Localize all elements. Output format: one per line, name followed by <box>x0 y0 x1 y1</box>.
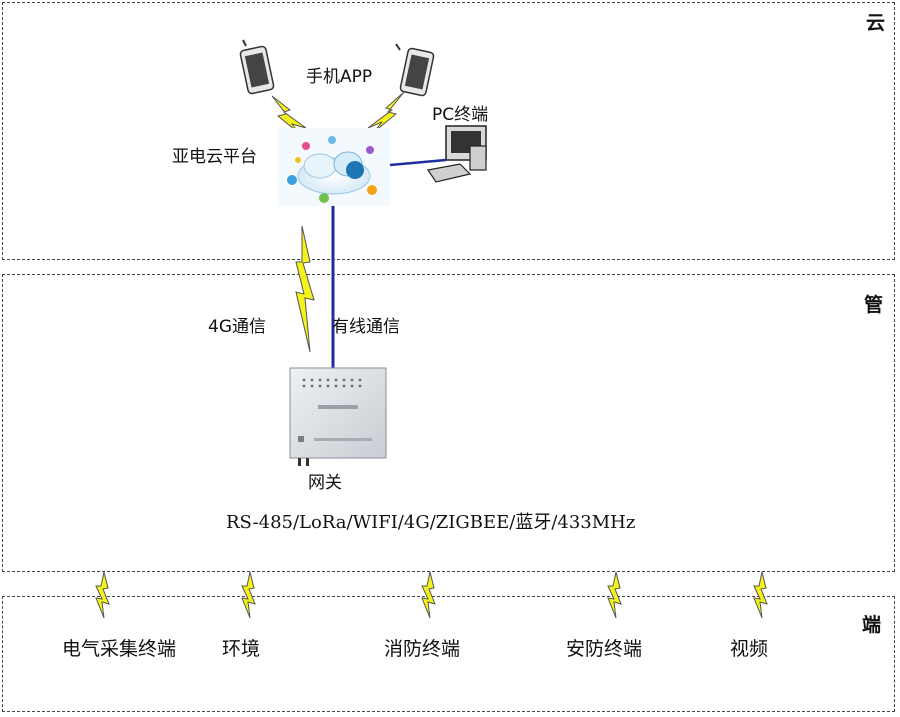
lightning-icon <box>241 571 256 619</box>
lightning-icon <box>295 225 315 353</box>
phone-app-label: 手机APP <box>306 67 373 87</box>
pc-icon <box>426 125 487 183</box>
end-layer-label: 端 <box>862 614 882 636</box>
terminal-label: 视频 <box>730 638 769 660</box>
terminal-label: 环境 <box>222 638 261 660</box>
pipe-layer-label: 管 <box>864 294 884 316</box>
cloud-layer-box <box>2 2 895 260</box>
pc-terminal-label: PC终端 <box>432 105 489 125</box>
cloud-platform-icon <box>278 128 390 206</box>
gateway-device-icon <box>289 367 387 466</box>
terminal-label: 安防终端 <box>566 638 643 660</box>
terminal-label: 电气采集终端 <box>62 638 177 660</box>
cloud-layer-label: 云 <box>866 12 886 34</box>
terminal-label: 消防终端 <box>384 638 461 660</box>
lightning-icon <box>367 91 405 133</box>
lightning-icon <box>421 571 436 619</box>
protocols-label: RS-485/LoRa/WIFI/4G/ZIGBEE/蓝牙/433MHz <box>226 512 636 533</box>
end-layer-box <box>2 596 895 712</box>
wired-label: 有线通信 <box>332 317 400 337</box>
wireless-4g-label: 4G通信 <box>208 317 266 337</box>
lightning-icon <box>753 571 768 619</box>
lightning-icon <box>607 571 622 619</box>
phone-icon <box>395 43 435 97</box>
phone-icon <box>239 39 275 95</box>
cloud-platform-label: 亚电云平台 <box>172 147 257 167</box>
pipe-layer-box <box>2 274 895 572</box>
lightning-icon <box>271 95 307 135</box>
lightning-icon <box>95 571 110 619</box>
gateway-label: 网关 <box>308 473 342 493</box>
